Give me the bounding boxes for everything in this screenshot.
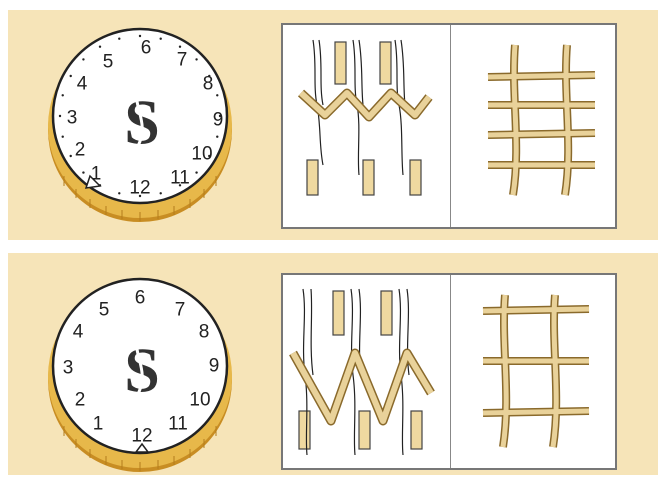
dial-number: 4 [73,322,84,343]
dial-number: 7 [177,50,188,71]
dial-tick-dot [82,171,84,173]
dial-number: 9 [213,110,224,131]
dial-number: 1 [93,414,104,435]
stitch-width-dial-bottom[interactable]: 1 2 3 4 5 6 7 8 9 10 11 12 S [42,276,242,476]
dial-number: 5 [103,52,114,73]
dial-tick-dot [160,192,162,194]
dial-number: 3 [63,358,74,379]
stitch-illustration-bottom [281,273,617,470]
dial-tick-dot [216,94,218,96]
dial-number: 2 [75,390,86,411]
dial-tick-dot [82,58,84,60]
wide-zigzag-drawing [283,275,617,470]
dial-tick-dot [118,192,120,194]
stitch-width-dial-top[interactable]: 1 2 3 4 5 6 7 8 9 10 11 12 S [42,26,242,226]
dial-number: 2 [75,140,86,161]
dial-number: 4 [77,74,88,95]
dial-number: 10 [191,144,212,165]
dial-number: 7 [175,300,186,321]
dial-number: 11 [170,168,190,189]
dial-number: 3 [67,108,78,129]
dial-number: 9 [209,356,220,377]
dial-tick-dot [70,75,72,77]
dial-tick-dot [195,171,197,173]
dial-tick-dot [62,136,64,138]
dial-tick-dot [195,58,197,60]
dial-tick-dot [70,155,72,157]
dial-tick-dot [99,46,101,48]
dial-tick-dot [179,46,181,48]
dial-tick-dot [59,115,61,117]
dial-tick-dot [118,38,120,40]
dial-tick-dot [160,38,162,40]
dial-number: 8 [199,322,210,343]
narrow-zigzag-drawing [283,25,617,229]
dial-number: 11 [168,414,188,435]
dial-number: 10 [189,390,210,411]
dial-number: 6 [135,288,146,309]
dial-tick-dot [62,94,64,96]
stitch-illustration-top [281,23,617,229]
dial-number: 6 [141,38,152,59]
dial-number: 8 [203,74,214,95]
dial-tick-dot [216,136,218,138]
dial-number: 12 [129,178,150,199]
dial-number: 5 [99,300,110,321]
